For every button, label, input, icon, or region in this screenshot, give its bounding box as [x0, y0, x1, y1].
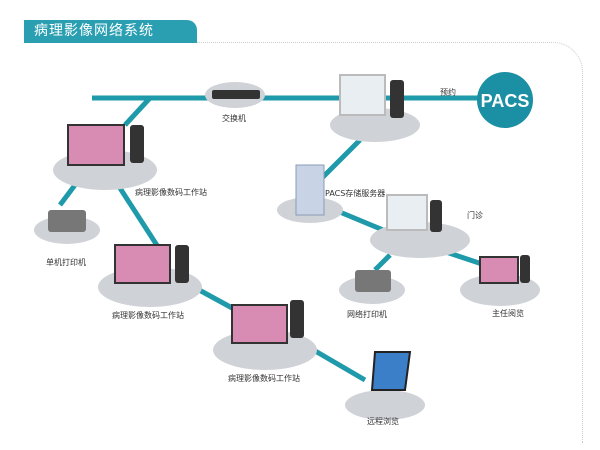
appointment-label: 预约	[440, 88, 456, 97]
ws3-label: 病理影像数码工作站	[228, 374, 300, 383]
switch-label: 交换机	[222, 114, 246, 123]
storage-label: PACS存储服务器	[325, 189, 386, 198]
monitor-director	[479, 256, 519, 284]
platform-remote	[345, 390, 425, 420]
microscope-icon	[520, 255, 530, 283]
remote-label: 远程浏览	[367, 417, 399, 426]
microscope-icon	[430, 200, 442, 232]
network-switch-icon	[212, 90, 260, 99]
printer-icon	[48, 210, 86, 232]
link-ws2	[115, 183, 163, 252]
connection-lines	[58, 95, 486, 383]
director-label: 主任阅览	[492, 309, 524, 318]
microscope-icons	[130, 80, 530, 338]
monitor-ws1	[67, 124, 125, 166]
clinic-label: 门诊	[467, 211, 483, 220]
printer-icon	[355, 270, 391, 292]
link-net-printer	[373, 253, 392, 272]
microscope-icon	[130, 125, 144, 163]
microscope-icon	[390, 80, 404, 118]
link-local-printer	[58, 183, 77, 207]
diagram-frame	[197, 42, 583, 443]
server-icon	[295, 164, 325, 216]
monitor-ws3	[231, 304, 288, 344]
workstation-icons	[67, 74, 519, 344]
page-title: 病理影像网络系统	[24, 20, 197, 43]
link-storage	[318, 138, 362, 182]
ws2-label: 病理影像数码工作站	[112, 311, 184, 320]
local-printer-label: 单机打印机	[46, 258, 86, 267]
link-ws1	[123, 96, 152, 127]
microscope-icon	[290, 300, 304, 338]
monitor-clinic	[386, 194, 428, 231]
monitor-appointment	[339, 74, 386, 116]
ws1-label: 病理影像数码工作站	[135, 188, 207, 197]
pacs-circle	[477, 72, 533, 128]
microscope-icon	[175, 245, 189, 283]
laptop-icon	[370, 351, 412, 391]
pacs-label: PACS	[481, 91, 530, 111]
monitor-ws2	[114, 244, 171, 284]
net-printer-label: 网络打印机	[347, 310, 387, 319]
